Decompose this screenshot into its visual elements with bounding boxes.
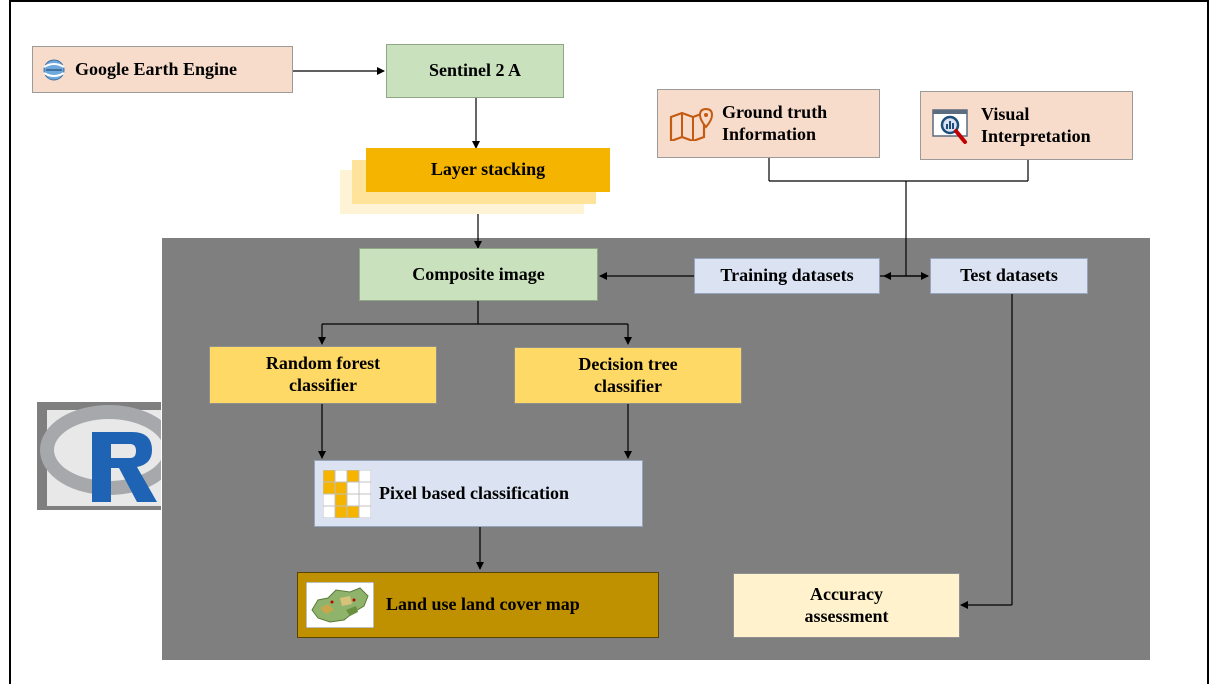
pixel-classification-node: Pixel based classification: [314, 460, 643, 527]
lulc-label: Land use land cover map: [386, 594, 580, 615]
rf-line2: classifier: [289, 375, 357, 395]
composite-label: Composite image: [412, 263, 545, 284]
random-forest-node: Random forest classifier: [209, 346, 437, 404]
sentinel-node: Sentinel 2 A: [386, 44, 564, 98]
r-logo: [37, 402, 178, 510]
test-label: Test datasets: [960, 265, 1058, 286]
layer-stacking-node: Layer stacking: [366, 148, 610, 192]
dt-line1: Decision tree: [578, 353, 678, 374]
acc-line2: assessment: [804, 605, 889, 626]
ground-truth-text: Ground truth Information: [722, 102, 827, 145]
dt-line2: classifier: [594, 375, 662, 396]
diagram-frame: [9, 0, 1209, 684]
pixel-label: Pixel based classification: [379, 482, 569, 503]
test-datasets-node: Test datasets: [930, 258, 1088, 294]
visual-interpretation-node: Visual Interpretation: [920, 91, 1133, 160]
map-pin-icon: [668, 107, 714, 141]
acc-line1: Accuracy: [810, 583, 883, 604]
lulc-map-node: Land use land cover map: [297, 572, 659, 638]
decision-tree-node: Decision tree classifier: [514, 347, 742, 404]
composite-image-node: Composite image: [359, 248, 598, 301]
sentinel-label: Sentinel 2 A: [428, 60, 521, 81]
earth-engine-icon: [41, 57, 67, 83]
training-label: Training datasets: [720, 265, 854, 286]
accuracy-assessment-node: Accuracy assessment: [733, 573, 960, 638]
ground-truth-node: Ground truth Information: [657, 89, 880, 158]
visual-line1: Visual: [981, 103, 1030, 124]
rf-line1: Random forest: [265, 353, 381, 374]
training-datasets-node: Training datasets: [694, 258, 880, 294]
gee-label: Google Earth Engine: [75, 58, 238, 79]
ground-truth-line1: Ground truth: [722, 101, 828, 122]
r-logo-icon: [40, 405, 178, 506]
visual-line2: Interpretation: [981, 125, 1091, 146]
land-cover-map-icon: [306, 582, 374, 628]
magnifier-chart-icon: [931, 106, 973, 146]
pixel-grid-icon: [323, 469, 371, 518]
ground-truth-line2: Information: [722, 123, 816, 144]
layer-stacking-label: Layer stacking: [430, 159, 546, 180]
google-earth-engine-node: Google Earth Engine: [32, 46, 293, 93]
visual-text: Visual Interpretation: [981, 104, 1091, 147]
